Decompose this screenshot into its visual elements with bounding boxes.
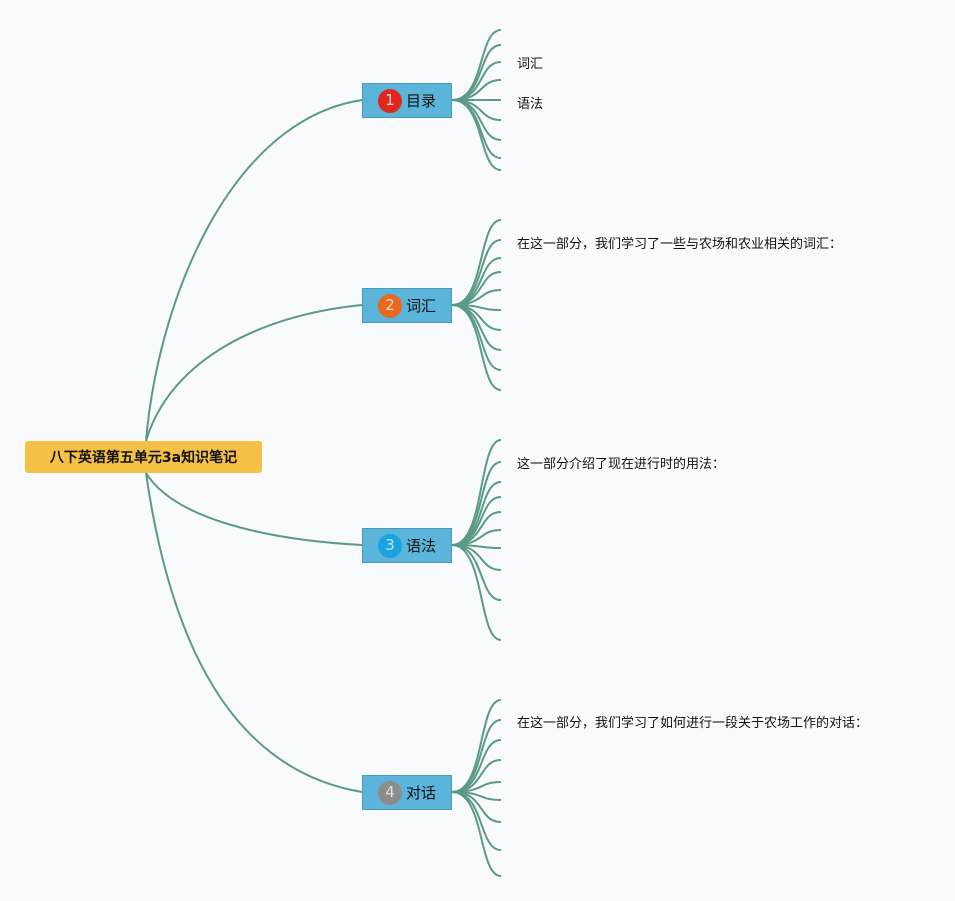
number-badge-1: 1 <box>377 88 402 113</box>
branch-label: 目录 <box>405 92 436 110</box>
leaf-grammar[interactable]: 语法 <box>517 97 544 112</box>
branch-label: 词汇 <box>405 297 436 315</box>
connector-branch-1-leaf-2 <box>451 44 502 101</box>
branch-contents[interactable]: 1 目录 <box>362 83 452 118</box>
number-badge-3: 3 <box>377 533 402 558</box>
connector-root-branch-3 <box>145 472 363 546</box>
branch-label: 语法 <box>405 537 436 555</box>
connector-root-branch-1 <box>145 99 363 442</box>
leaf-grammar-intro[interactable]: 这一部分介绍了现在进行时的用法： <box>517 457 726 472</box>
connector-branch-1-leaf-9 <box>451 99 502 171</box>
branch-label: 对话 <box>405 784 436 802</box>
number-badge-2: 2 <box>377 293 402 318</box>
connector-root-branch-4 <box>145 472 363 793</box>
leaf-dialogue-intro[interactable]: 在这一部分，我们学习了如何进行一段关于农场工作的对话： <box>517 716 869 731</box>
root-topic-label: 八下英语第五单元3a知识笔记 <box>49 450 238 466</box>
connector-branch-1-leaf-1 <box>451 29 502 101</box>
leaf-vocabulary-intro[interactable]: 在这一部分，我们学习了一些与农场和农业相关的词汇： <box>517 237 843 252</box>
connector-root-branch-2 <box>145 304 363 442</box>
connector-branch-4-leaf-9 <box>451 791 502 877</box>
connector-branch-3-leaf-10 <box>451 544 502 641</box>
connector-branch-1-leaf-6 <box>451 99 502 121</box>
leaf-vocabulary[interactable]: 词汇 <box>517 57 544 72</box>
connector-branch-4-leaf-1 <box>451 699 502 793</box>
branch-grammar[interactable]: 3 语法 <box>362 528 452 563</box>
connector-branch-2-leaf-10 <box>451 304 502 391</box>
branch-vocabulary[interactable]: 2 词汇 <box>362 288 452 323</box>
connector-branch-1-leaf-8 <box>451 99 502 159</box>
root-topic[interactable]: 八下英语第五单元3a知识笔记 <box>25 441 262 473</box>
branch-dialogue[interactable]: 4 对话 <box>362 775 452 810</box>
number-badge-4: 4 <box>377 780 402 805</box>
